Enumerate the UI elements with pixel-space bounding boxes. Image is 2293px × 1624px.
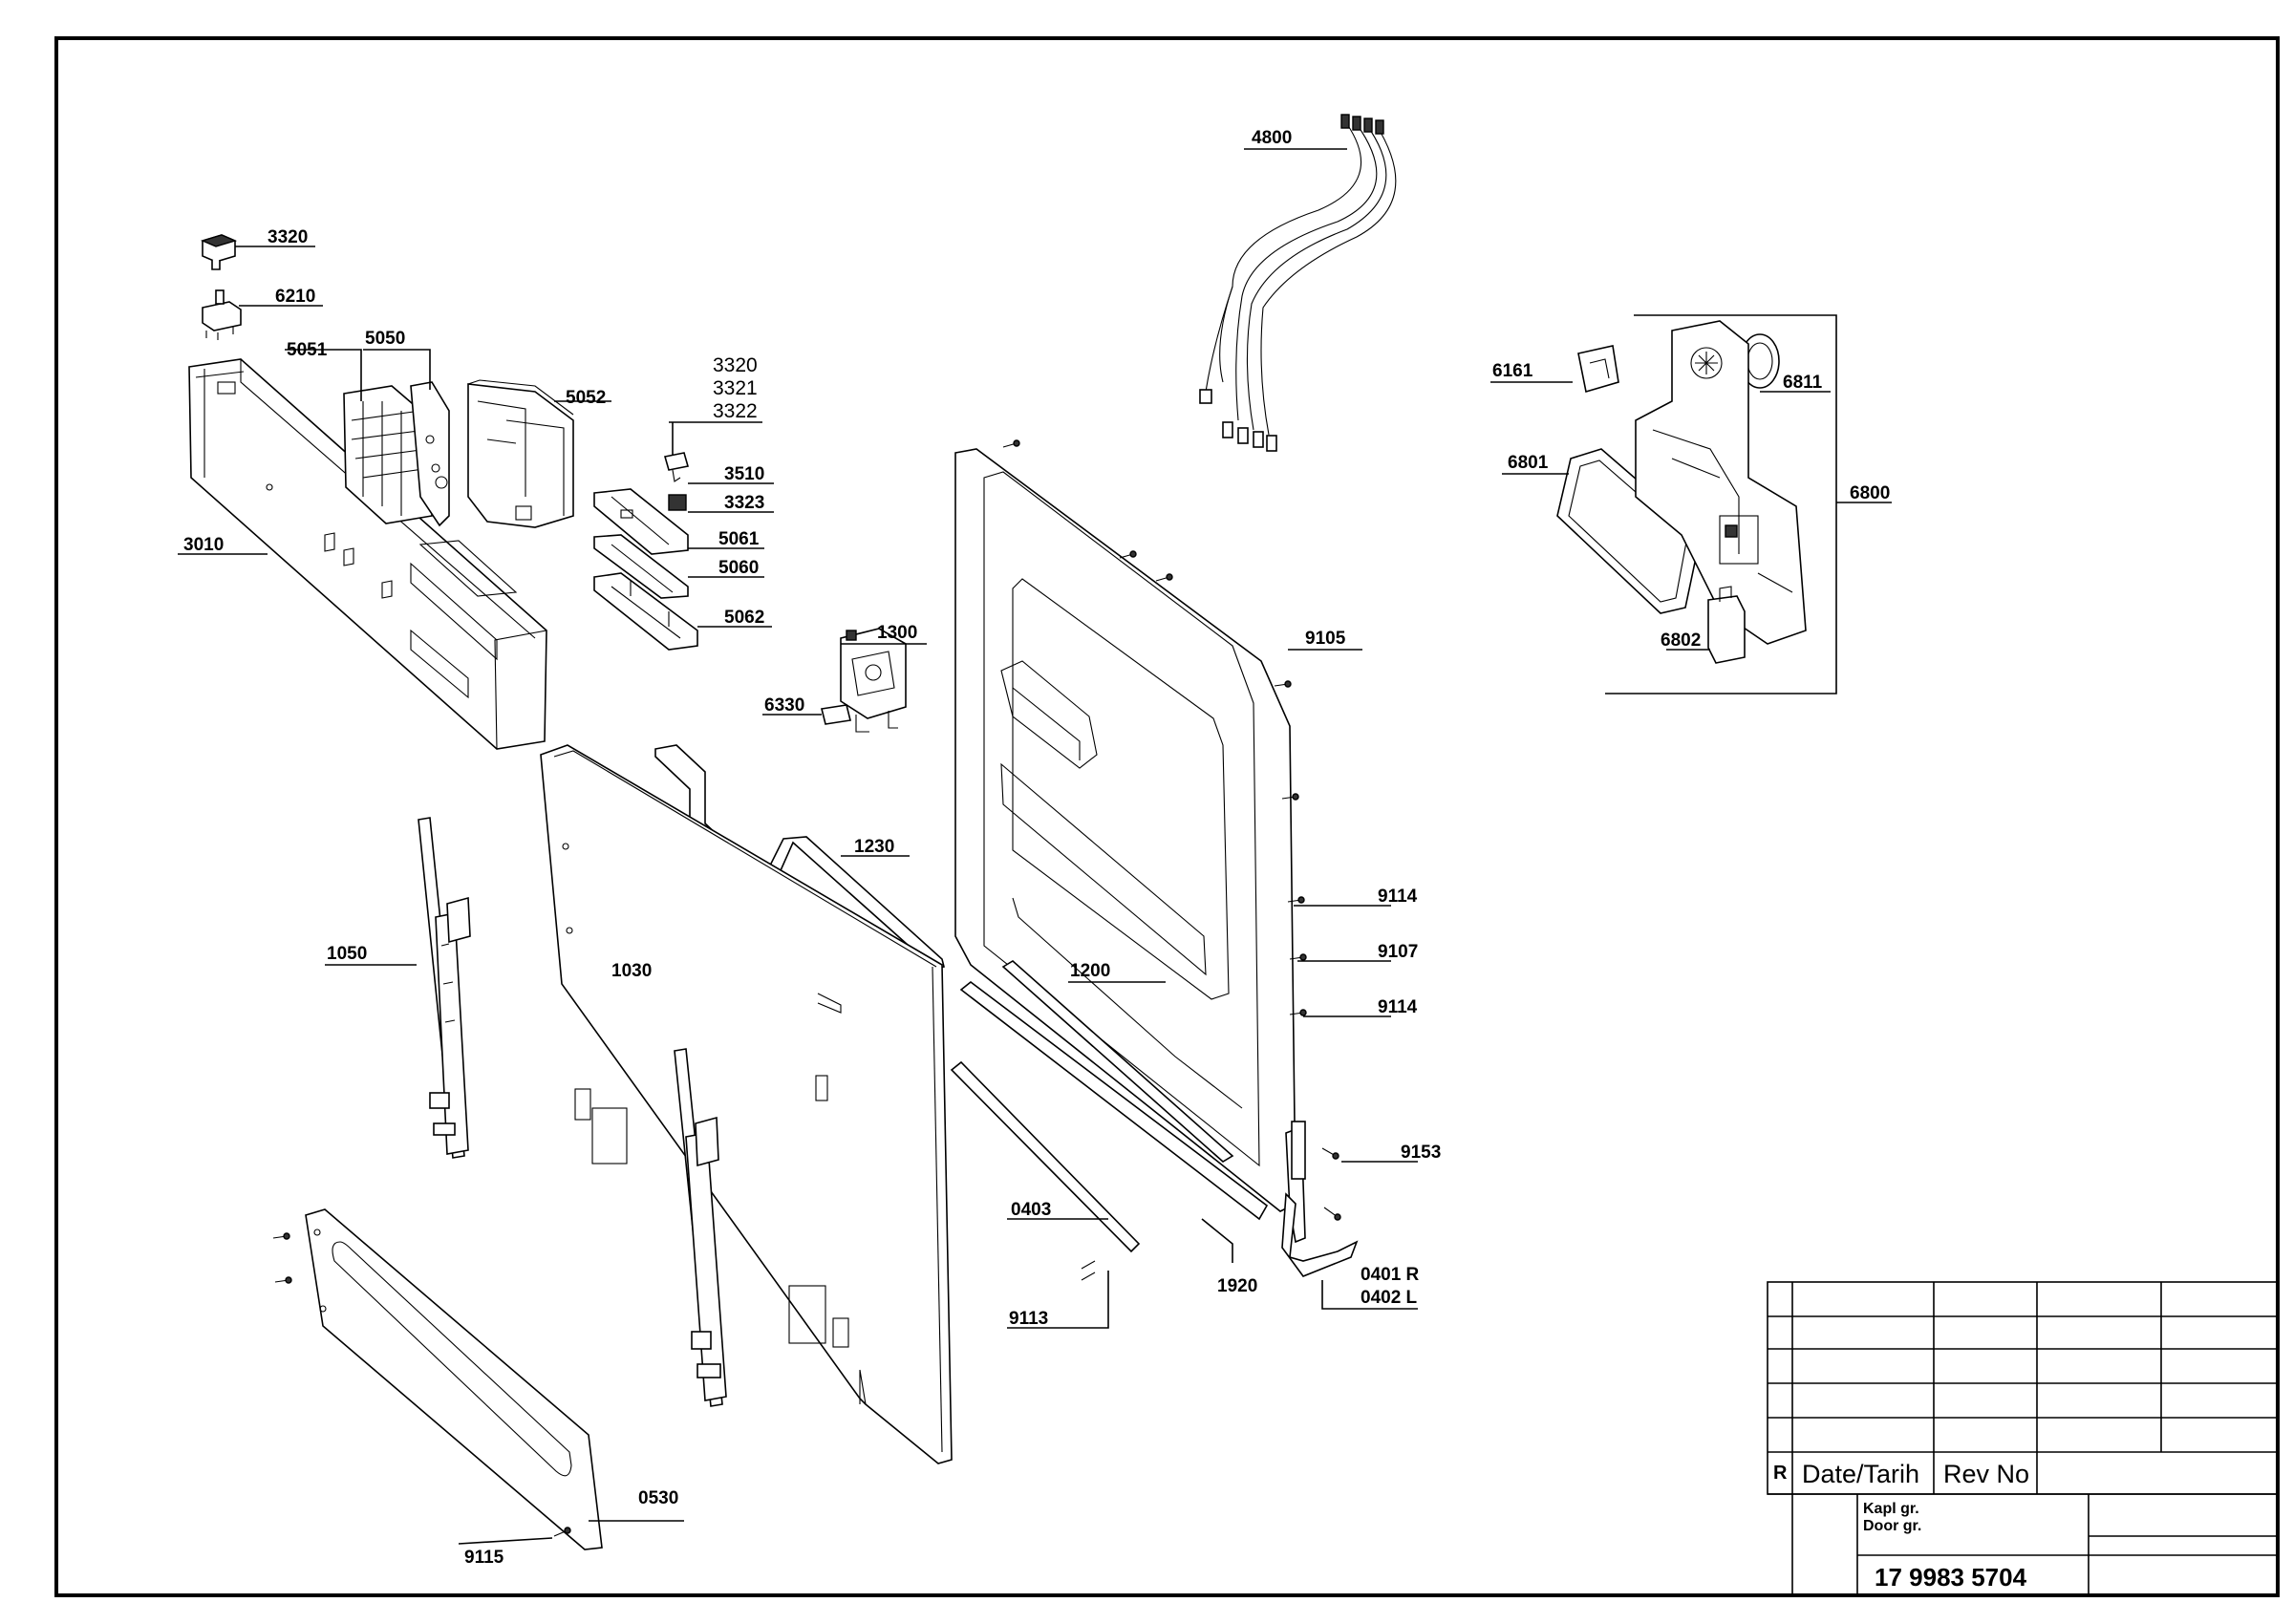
part-5052-housing xyxy=(467,379,574,528)
label-6801: 6801 xyxy=(1508,453,1549,473)
part-6161-spring xyxy=(1577,345,1619,394)
label-1300: 1300 xyxy=(877,623,917,643)
group-6800-bracket xyxy=(1605,314,1837,694)
part-1050-hinge-strap xyxy=(418,817,471,1159)
label-3323: 3323 xyxy=(724,493,764,513)
label-3320-group: 3320 xyxy=(713,354,758,376)
part-3010-control-panel xyxy=(188,358,547,750)
label-4800: 4800 xyxy=(1252,128,1292,148)
label-9153: 9153 xyxy=(1401,1143,1441,1163)
part-5061-strip xyxy=(593,488,689,555)
label-3321: 3321 xyxy=(713,377,758,399)
rev-column-header: Rev No xyxy=(1943,1460,2029,1488)
label-6802: 6802 xyxy=(1661,630,1701,651)
label-9115: 9115 xyxy=(464,1548,504,1568)
part-0403-trim xyxy=(950,1060,1141,1253)
part-5050-board xyxy=(410,381,450,527)
label-0403: 0403 xyxy=(1011,1200,1051,1220)
label-9105: 9105 xyxy=(1305,629,1346,649)
part-5062-strip xyxy=(593,572,698,651)
part-1200-inner-door xyxy=(954,448,1359,1277)
title-block: R Date/Tarih Rev No Kapl gr. Door gr. 17… xyxy=(1767,1281,2279,1595)
part-3320-knob xyxy=(200,234,238,270)
part-3510-clip xyxy=(663,452,690,482)
part-labels: 3320 6210 5051 5050 5052 3010 3320 3321 … xyxy=(183,128,1890,1568)
label-9107: 9107 xyxy=(1378,942,1418,962)
part-4800-wire-harness xyxy=(1199,114,1397,452)
part-6801-gasket xyxy=(1556,448,1702,614)
label-6800: 6800 xyxy=(1850,483,1890,503)
label-0402-l: 0402 L xyxy=(1361,1288,1418,1308)
part-6330-latch xyxy=(821,704,851,725)
label-6210: 6210 xyxy=(275,287,315,307)
label-5061: 5061 xyxy=(718,529,760,549)
label-9113: 9113 xyxy=(1009,1309,1048,1329)
label-6161: 6161 xyxy=(1492,361,1533,381)
part-5060-strip xyxy=(593,534,689,599)
label-1050: 1050 xyxy=(327,944,367,964)
label-3320-top: 3320 xyxy=(268,227,308,247)
label-5060: 5060 xyxy=(718,558,759,578)
label-9114-lower: 9114 xyxy=(1378,997,1418,1017)
part-5051-board xyxy=(343,385,433,524)
label-0401-r: 0401 R xyxy=(1361,1265,1420,1285)
label-1230: 1230 xyxy=(854,837,894,857)
part-6210-switch xyxy=(202,289,242,340)
part-1920-trim xyxy=(959,960,1269,1221)
label-6330: 6330 xyxy=(764,695,804,716)
label-5052: 5052 xyxy=(566,388,606,408)
leader-lines xyxy=(178,148,1892,1545)
drawing-number: 17 9983 5704 xyxy=(1875,1563,2027,1592)
part-1030-outer-panel xyxy=(540,744,953,1464)
part-6800-dispenser xyxy=(1635,320,1807,645)
label-5050: 5050 xyxy=(365,329,405,349)
date-column-header: Date/Tarih xyxy=(1802,1460,1919,1488)
part-0530-kick-plate xyxy=(305,1208,603,1550)
label-3010: 3010 xyxy=(183,535,224,555)
label-0530: 0530 xyxy=(638,1488,678,1508)
label-6811: 6811 xyxy=(1783,373,1823,393)
part-6802-actuator xyxy=(1707,586,1746,664)
revision-marker: R xyxy=(1773,1463,1788,1484)
sheet-border xyxy=(54,36,2280,1597)
label-5051: 5051 xyxy=(287,340,328,360)
part-1050-hinge-strap-right xyxy=(674,1048,727,1407)
group-name-english: Door gr. xyxy=(1863,1518,1921,1534)
group-name-turkish: Kapl gr. xyxy=(1863,1501,1919,1517)
label-5062: 5062 xyxy=(724,608,764,628)
part-1300-lock xyxy=(840,628,907,733)
label-9114-upper: 9114 xyxy=(1378,887,1418,907)
label-1920: 1920 xyxy=(1217,1276,1257,1296)
label-3510: 3510 xyxy=(724,464,764,484)
label-3322: 3322 xyxy=(713,400,758,422)
screw-set xyxy=(272,439,1341,1537)
label-1030: 1030 xyxy=(611,961,652,981)
part-3323-button xyxy=(668,494,687,511)
label-1200: 1200 xyxy=(1070,961,1110,981)
